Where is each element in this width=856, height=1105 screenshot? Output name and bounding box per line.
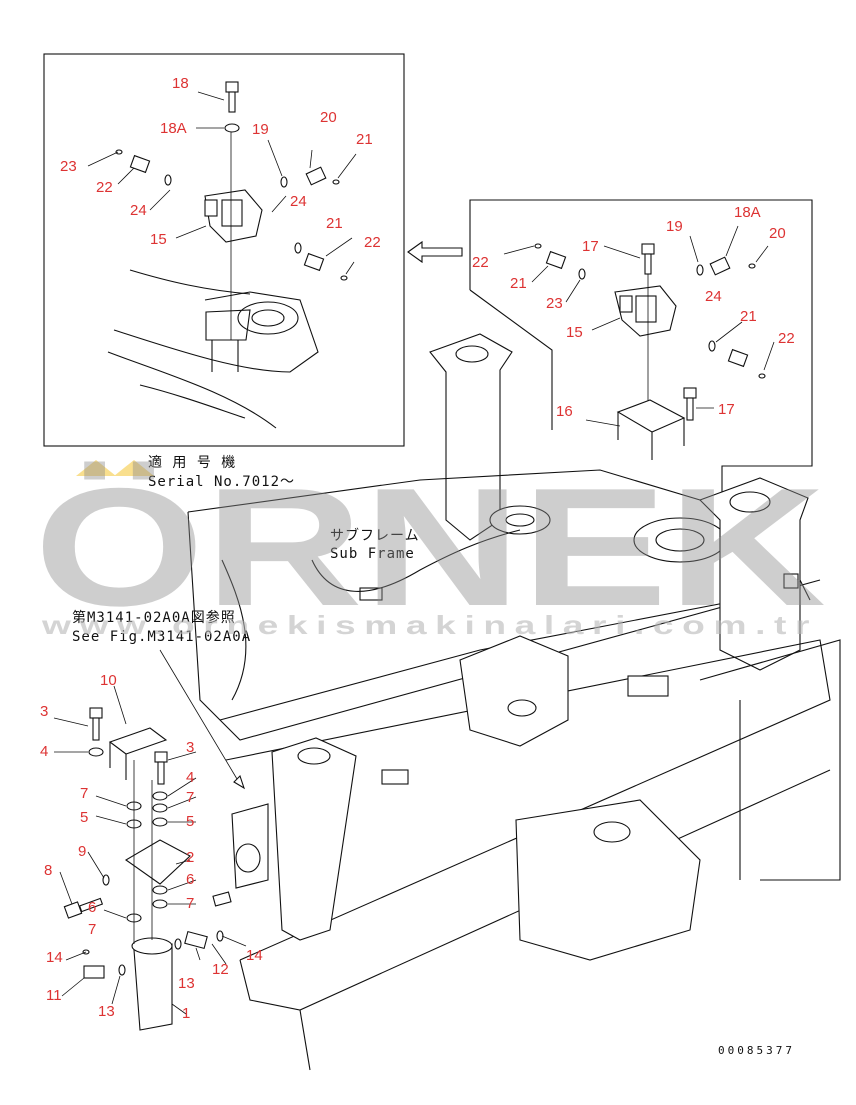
right-detail-view: 22 21 23 17 19 18A 20 24 15 21 22 16 17 <box>469 199 813 510</box>
callout-14: 14 <box>46 949 63 966</box>
callout-20: 19 <box>666 218 683 235</box>
watermark: ÖRNEK www.ornekismakinalari.com.tr <box>34 453 826 641</box>
callout-24: 24 <box>705 288 722 305</box>
callout-19: 18A <box>734 204 761 221</box>
reference-arrow <box>407 240 463 264</box>
callout-7: 7 <box>80 785 88 802</box>
callout-13: 13 <box>178 975 195 992</box>
callout-21: 21 <box>356 131 373 148</box>
callout-13: 13 <box>98 1003 115 1020</box>
callout-24: 24 <box>130 202 147 219</box>
callout-10: 10 <box>100 672 117 689</box>
callout-15: 15 <box>150 231 167 248</box>
callout-6: 6 <box>186 871 194 888</box>
filter-assembly: 3 4 10 3 4 7 5 7 5 9 2 6 7 8 6 7 14 11 1… <box>40 672 263 1031</box>
callout-4: 4 <box>186 769 194 786</box>
callout-11: 11 <box>46 987 62 1004</box>
callout-1: 1 <box>182 1005 190 1022</box>
drawing-number: 00085377 <box>718 1044 795 1057</box>
serial-label-jp: 適 用 号 機 <box>148 454 236 471</box>
callout-24: 24 <box>290 193 307 210</box>
subframe-label-jp: サブフレーム <box>330 527 420 544</box>
callout-7: 7 <box>88 921 96 938</box>
callout-5: 5 <box>80 809 88 826</box>
callout-3: 3 <box>40 703 48 720</box>
callout-22: 22 <box>96 179 113 196</box>
callout-24: 23 <box>546 295 563 312</box>
see-fig-leader <box>159 649 241 785</box>
see-fig-label-en: See Fig.M3141-02A0A <box>72 629 251 645</box>
callout-7: 7 <box>186 895 194 912</box>
callout-22: 21 <box>510 275 527 292</box>
callout-5: 5 <box>186 813 194 830</box>
serial-number: Serial No.7012～ <box>148 474 295 490</box>
callout-9: 9 <box>78 843 86 860</box>
callout-23: 22 <box>472 254 489 271</box>
watermark-accent-dots <box>76 460 154 476</box>
subframe-label-en: Sub Frame <box>330 546 415 562</box>
callout-21: 20 <box>769 225 786 242</box>
callout-22: 21 <box>740 308 757 325</box>
see-fig-label-jp: 第M3141-02A0A図参照 <box>72 609 236 626</box>
callout-23: 22 <box>778 330 795 347</box>
callout-19: 20 <box>320 109 337 126</box>
callout-16: 16 <box>556 403 573 420</box>
callout-4: 4 <box>40 743 48 760</box>
callout-2: 2 <box>186 849 194 866</box>
inset-detail-view: 18 18A 19 20 21 23 22 24 24 15 21 22 <box>43 53 405 447</box>
callout-23: 23 <box>60 158 77 175</box>
callout-20: 19 <box>252 121 269 138</box>
callout-3: 3 <box>186 739 194 756</box>
callout-12: 12 <box>212 961 229 978</box>
callout-18: 18 <box>172 75 189 92</box>
callout-14: 14 <box>246 947 263 964</box>
watermark-url: www.ornekismakinalari.com.tr <box>41 610 818 640</box>
callout-22: 21 <box>326 215 343 232</box>
callout-15: 15 <box>566 324 583 341</box>
callout-7: 7 <box>186 789 194 806</box>
callout-6: 6 <box>88 899 96 916</box>
callout-23: 22 <box>364 234 381 251</box>
callout-18: 17 <box>582 238 599 255</box>
callout-17: 17 <box>718 401 735 418</box>
watermark-brand: ÖRNEK <box>34 453 826 641</box>
callout-8: 8 <box>44 862 52 879</box>
main-frame <box>187 333 841 1071</box>
callout-18A: 18A <box>160 120 187 137</box>
